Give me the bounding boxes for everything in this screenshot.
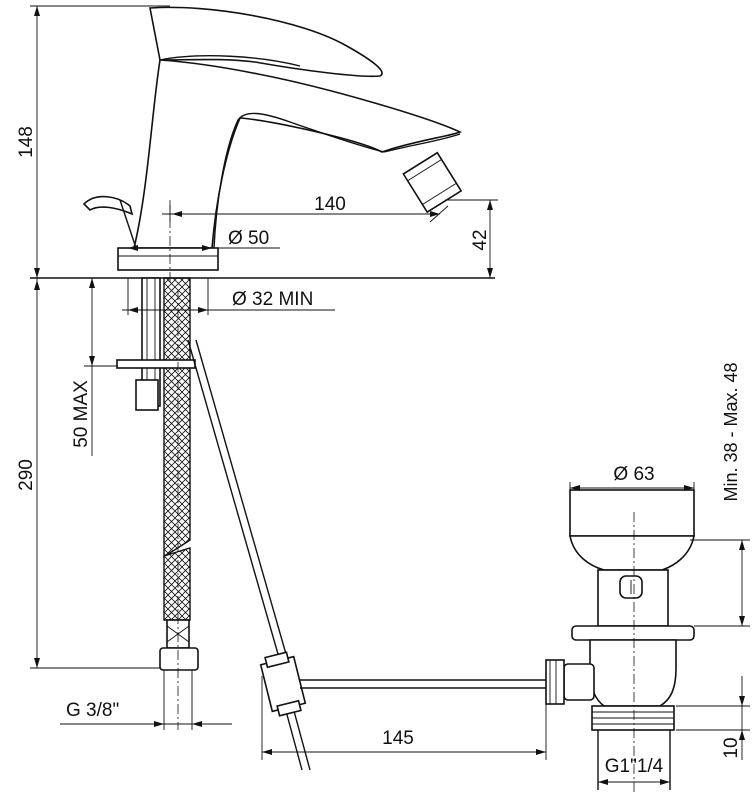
dimension-50max: 50 MAX xyxy=(71,277,134,456)
dimension-10: 10 xyxy=(676,676,750,760)
dimension-148: 148 xyxy=(16,5,170,278)
popup-rod xyxy=(187,339,548,771)
dimension-g1-14: G1"1/4 xyxy=(598,756,670,785)
label-50max: 50 MAX xyxy=(71,380,92,448)
label-148: 148 xyxy=(16,126,37,158)
mixer-body xyxy=(82,6,463,285)
dimension-42: 42 xyxy=(445,199,498,278)
dimension-min38-max48: Min. 38 - Max. 48 xyxy=(690,362,750,627)
waste-assembly xyxy=(545,489,695,795)
dimension-d50: Ø 50 xyxy=(128,228,280,251)
label-d32: Ø 32 MIN xyxy=(232,289,313,310)
under-deck-assembly xyxy=(116,277,199,730)
dimension-140: 140 xyxy=(162,194,449,223)
dimension-g38: G 3/8" xyxy=(60,670,232,730)
label-g38: G 3/8" xyxy=(66,700,119,721)
dimension-290: 290 xyxy=(16,278,160,669)
label-g1-14: G1"1/4 xyxy=(605,756,664,777)
label-10: 10 xyxy=(721,737,742,758)
label-d50: Ø 50 xyxy=(228,228,269,249)
label-140: 140 xyxy=(314,194,346,215)
label-290: 290 xyxy=(16,459,37,491)
label-min38-max48: Min. 38 - Max. 48 xyxy=(721,362,741,501)
label-d63: Ø 63 xyxy=(613,464,654,485)
dimension-d63: Ø 63 xyxy=(569,464,695,491)
label-145: 145 xyxy=(382,728,414,749)
dimension-d32: Ø 32 MIN xyxy=(122,278,335,315)
label-42: 42 xyxy=(470,229,491,250)
